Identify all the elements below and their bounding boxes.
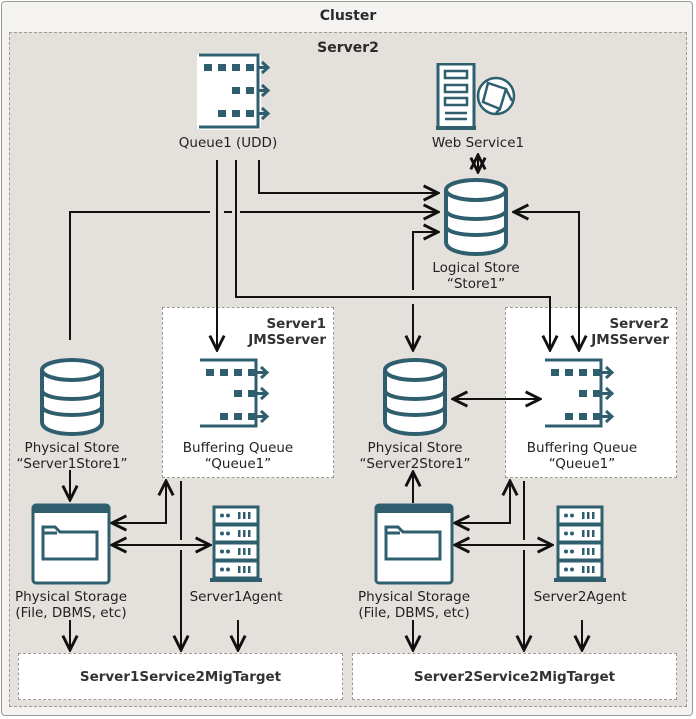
server2-physical-storage-label: Physical Storage (File, DBMS, etc) xyxy=(345,589,483,621)
queue-udd-label: Queue1 (UDD) xyxy=(178,135,278,151)
cluster-title: Cluster xyxy=(319,8,377,24)
server1-physical-store-label: Physical Store “Server1Store1” xyxy=(2,440,142,472)
server1-pstore-line1: Physical Store xyxy=(24,440,120,456)
server2-jmsserver-label: Server2 JMSServer xyxy=(543,316,669,348)
server1-storage-line1: Physical Storage xyxy=(14,589,128,605)
line-storage1-queue1 xyxy=(112,481,166,523)
server1-buffering-queue-label: Buffering Queue “Queue1” xyxy=(168,440,308,472)
web-service-icon xyxy=(436,63,516,130)
line-storage2-queue2 xyxy=(455,481,510,523)
server1-bq-line1: Buffering Queue xyxy=(182,440,294,456)
server2-buffering-queue-label: Buffering Queue “Queue1” xyxy=(512,440,652,472)
logical-store-line1: Logical Store xyxy=(432,260,520,276)
server2-bq-line2: “Queue1” xyxy=(548,456,616,472)
server2-pstore-line2: “Server2Store1” xyxy=(359,456,471,472)
line-udd-to-logical-top xyxy=(258,160,438,193)
line-logical-server2-queue xyxy=(514,212,579,350)
line-pstore1-to-logical xyxy=(69,212,438,340)
server2-buffering-queue-icon xyxy=(545,358,615,428)
server2-physical-store-icon xyxy=(383,358,447,436)
logical-store-database-icon xyxy=(444,178,508,256)
server1-bq-line2: “Queue1” xyxy=(204,456,272,472)
server2-physical-store-label: Physical Store “Server2Store1” xyxy=(345,440,485,472)
server1-agent-label: Server1Agent xyxy=(189,589,283,605)
server1-pstore-line2: “Server1Store1” xyxy=(16,456,128,472)
server2-jms-line1: Server2 xyxy=(609,316,669,332)
server2-storage-line2: (File, DBMS, etc) xyxy=(358,605,470,621)
line-logical-pstore2 xyxy=(413,232,438,350)
server1-jmsserver-label: Server1 JMSServer xyxy=(200,316,326,348)
server1-physical-storage-icon xyxy=(31,503,111,585)
server2-agent-rack-icon xyxy=(554,505,606,582)
server1-agent-rack-icon xyxy=(210,505,262,582)
server2-pstore-line1: Physical Store xyxy=(367,440,463,456)
server2-physical-storage-icon xyxy=(374,503,454,585)
logical-store-line2: “Store1” xyxy=(446,276,506,292)
server1-jms-line2: JMSServer xyxy=(248,332,326,348)
server2-bq-line1: Buffering Queue xyxy=(526,440,638,456)
web-service-label: Web Service1 xyxy=(431,135,525,151)
server1-buffering-queue-icon xyxy=(200,358,270,428)
logical-store-label: Logical Store “Store1” xyxy=(416,260,536,292)
server1-jms-line1: Server1 xyxy=(266,316,326,332)
server2-jms-line2: JMSServer xyxy=(591,332,669,348)
server2-title: Server2 xyxy=(317,40,379,56)
queue-udd-icon xyxy=(197,53,271,130)
server2-storage-line1: Physical Storage xyxy=(357,589,471,605)
server1-storage-line2: (File, DBMS, etc) xyxy=(15,605,127,621)
server2-agent-label: Server2Agent xyxy=(533,589,627,605)
server1-physical-store-icon xyxy=(40,358,104,436)
server1-physical-storage-label: Physical Storage (File, DBMS, etc) xyxy=(2,589,140,621)
